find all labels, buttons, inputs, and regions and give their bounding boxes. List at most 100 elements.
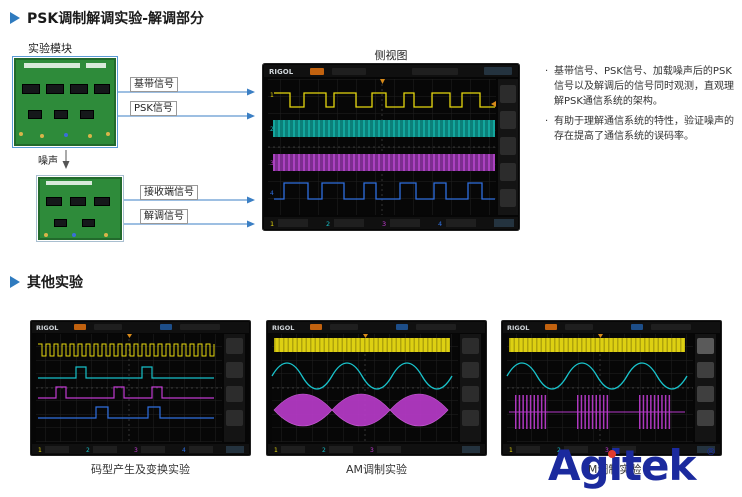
- trigger-marker-icon: [380, 79, 385, 84]
- ch3-readout: 3: [605, 447, 609, 454]
- ch1-clock-trace: [38, 343, 215, 357]
- ch1-readout: 1: [274, 447, 278, 454]
- solder-pad: [44, 233, 48, 237]
- scope-screenshot-am: RIGOL: [266, 320, 487, 456]
- signal-label-receiver: 接收端信号: [140, 185, 198, 200]
- ch1-baseband-trace: [274, 92, 495, 108]
- silkscreen-text: [86, 63, 106, 68]
- solder-pad: [104, 233, 108, 237]
- bullet-marker: ·: [545, 116, 549, 127]
- scope-menu-column: [460, 334, 481, 442]
- ch1-readout: 1: [38, 447, 42, 454]
- silkscreen-text: [46, 181, 92, 185]
- ch2-readout: 2: [86, 447, 90, 454]
- capacitor: [72, 233, 76, 237]
- notes: · 基带信号、PSK信号、加载噪声后的PSK信号以及解调后的信号同时观测，直观理…: [545, 64, 741, 149]
- ic-chip: [54, 219, 67, 227]
- scope-top-bar: RIGOL: [264, 65, 518, 77]
- signal-label-psk: PSK信号: [130, 101, 177, 116]
- ic-chip: [70, 197, 86, 206]
- ic-chip: [46, 84, 64, 94]
- ch3-readout: 3: [370, 447, 374, 454]
- connector-lines: [62, 88, 255, 228]
- ic-chip: [28, 110, 42, 119]
- ch4-marker: 4: [270, 190, 274, 197]
- scope-menu-column: [224, 334, 245, 442]
- caption-code-pattern: 码型产生及变换实验: [91, 463, 190, 476]
- ch3-am-signal-trace: [273, 393, 449, 427]
- scope-menu-column: [695, 334, 716, 442]
- ic-chip: [22, 84, 40, 94]
- solder-pad: [19, 132, 23, 136]
- bullet-marker: ·: [545, 66, 549, 77]
- rigol-logo: RIGOL: [269, 68, 294, 76]
- ic-chip: [94, 197, 110, 206]
- scope-top-bar: RIGOL: [503, 322, 720, 333]
- scope-menu-column: [498, 79, 518, 215]
- scope-screenshot-fm: RIGOL: [501, 320, 722, 456]
- pcb-module-demodulator: [36, 175, 124, 242]
- pcb-board: [38, 177, 122, 240]
- registered-mark: ®: [706, 447, 716, 458]
- scope-bottom-bar: 1 2 3 4: [264, 217, 518, 229]
- rigol-logo: RIGOL: [272, 324, 294, 332]
- ch3-noisy-psk-trace: [273, 154, 495, 171]
- ch1-readout: 1: [509, 447, 513, 454]
- main-scope-screenshot: RIGOL 1 2 3 4: [262, 63, 520, 231]
- trigger-marker-icon: [363, 334, 368, 338]
- ch4-readout: 4: [182, 447, 186, 454]
- rigol-logo: RIGOL: [507, 324, 529, 332]
- scope-screen: [36, 334, 222, 442]
- ch3-readout: 3: [382, 220, 386, 228]
- noise-label: 噪声: [38, 156, 58, 167]
- ch2-modulating-sine-trace: [506, 362, 688, 390]
- ch2-marker: 2: [270, 126, 274, 133]
- ic-chip: [82, 219, 95, 227]
- solder-pad: [88, 134, 92, 138]
- ch2-readout: 2: [557, 447, 561, 454]
- note-item: · 基带信号、PSK信号、加载噪声后的PSK信号以及解调后的信号同时观测，直观理…: [545, 64, 741, 109]
- note-text: 基带信号、PSK信号、加载噪声后的PSK信号以及解调后的信号同时观测，直观理解P…: [554, 66, 734, 107]
- section2-header: 其他实验: [10, 272, 83, 292]
- trigger-marker-icon: [598, 334, 603, 338]
- ic-chip: [80, 110, 94, 119]
- section1-title: PSK调制解调实验-解调部分: [27, 11, 205, 27]
- pcb-board: [14, 58, 116, 146]
- note-item: · 有助于理解通信系统的特性，验证噪声的存在提高了通信系统的误码率。: [545, 114, 741, 144]
- ch2-readout: 2: [322, 447, 326, 454]
- section-arrow-icon: [10, 276, 20, 288]
- solder-pad: [40, 134, 44, 138]
- ic-chip: [54, 110, 68, 119]
- scope-screen: 1 2 3 4: [268, 79, 496, 215]
- agitek-logo-text: Agitek: [548, 441, 696, 490]
- caption-fm: FM调制实验: [581, 463, 642, 476]
- signal-label-demod: 解调信号: [140, 209, 188, 224]
- ch3-data-trace: [38, 386, 214, 399]
- rigol-logo: RIGOL: [36, 324, 58, 332]
- scope-screen: [506, 334, 693, 442]
- ic-chip: [94, 84, 110, 94]
- section-arrow-icon: [10, 12, 20, 24]
- ch1-marker: 1: [270, 92, 274, 99]
- logo-red-dot: [608, 450, 616, 458]
- section1-header: PSK调制解调实验-解调部分: [10, 8, 204, 28]
- note-text: 有助于理解通信系统的特性，验证噪声的存在提高了通信系统的误码率。: [554, 116, 734, 142]
- scope-bottom-bar: 1 2 3: [503, 444, 720, 454]
- ch4-data-trace: [38, 406, 214, 419]
- ch2-readout: 2: [326, 220, 330, 228]
- pcb-module-modulator: [12, 56, 118, 148]
- ch1-readout: 1: [270, 220, 274, 228]
- caption-am: AM调制实验: [345, 463, 407, 476]
- scope-top-bar: RIGOL: [32, 322, 249, 333]
- silkscreen-text: [24, 63, 80, 68]
- ch2-modulating-sine-trace: [271, 362, 453, 390]
- ch3-readout: 3: [134, 447, 138, 454]
- scope-screenshot-code-pattern: RIGOL 1 2: [30, 320, 251, 456]
- scope-bottom-bar: 1 2 3 4: [32, 444, 249, 454]
- solder-pad: [106, 132, 110, 136]
- scope-view-label: 侧视图: [374, 49, 408, 62]
- capacitor: [64, 133, 68, 137]
- section2-title: 其他实验: [27, 275, 83, 291]
- ch3-marker: 3: [270, 160, 274, 167]
